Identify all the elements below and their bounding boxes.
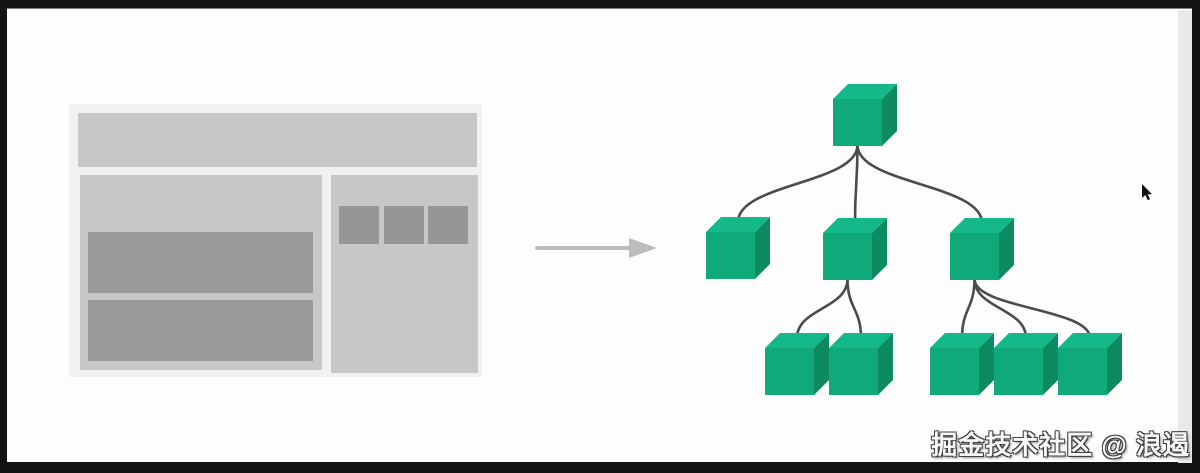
slide-canvas: 掘金技术社区 @ 浪遏 (7, 8, 1192, 463)
mockup-thumb-2 (384, 206, 424, 244)
mockup-content-block (80, 175, 322, 370)
page-mockup (69, 104, 482, 377)
scrollbar[interactable] (1178, 10, 1192, 463)
mockup-thumb-1 (339, 206, 379, 244)
mockup-text-block-1 (88, 232, 313, 293)
mockup-header-block (78, 113, 477, 167)
mockup-sidebar-block (331, 175, 478, 373)
watermark-text: 掘金技术社区 @ 浪遏 (931, 430, 1190, 460)
mockup-text-block-2 (88, 300, 313, 361)
mockup-thumb-3 (428, 206, 468, 244)
